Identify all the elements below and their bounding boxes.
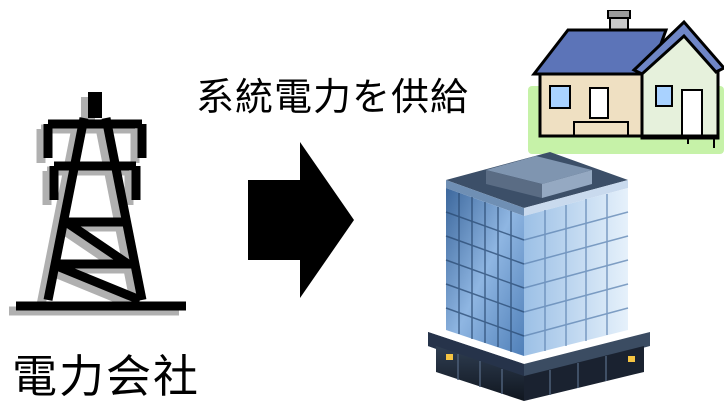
house-icon: [528, 10, 724, 154]
office-building-icon: [428, 152, 650, 401]
transmission-tower-icon: [9, 92, 186, 316]
right-arrow-icon: [248, 142, 354, 298]
power-company-label: 電力会社: [12, 350, 201, 403]
supply-label: 系統電力を供給: [196, 75, 470, 119]
